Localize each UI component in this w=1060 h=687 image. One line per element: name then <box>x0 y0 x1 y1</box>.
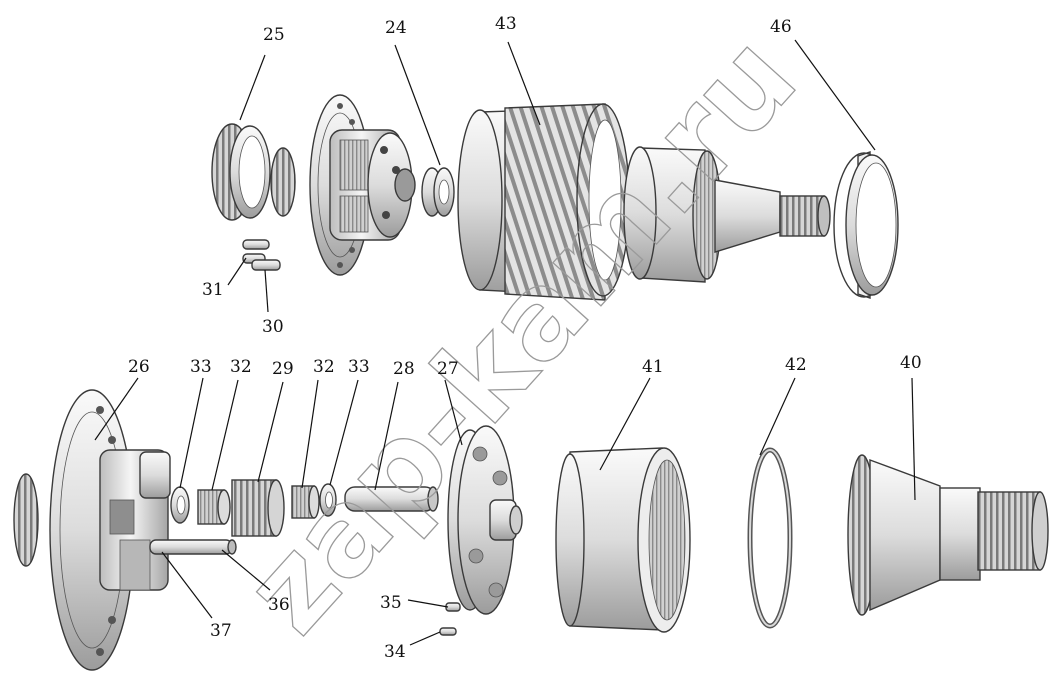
callout-26: 26 <box>128 357 150 377</box>
callout-32-right: 32 <box>313 357 335 377</box>
part-24-bearing <box>421 167 455 217</box>
part-29-planet-gear <box>231 479 285 537</box>
callout-29: 29 <box>272 359 294 379</box>
part-26-carrier-housing <box>13 389 171 671</box>
callout-41: 41 <box>642 357 664 377</box>
callout-35: 35 <box>380 593 402 613</box>
part-37-planet-shaft <box>149 539 237 555</box>
part-31-pin <box>242 239 270 264</box>
part-32-needle-bearing-left <box>197 489 231 525</box>
callout-43: 43 <box>495 14 517 34</box>
part-41-ring-gear-outer <box>555 447 691 633</box>
part-28-shaft <box>344 486 439 512</box>
part-43-ring-gear <box>457 103 630 301</box>
part-33-washer-left <box>170 486 190 524</box>
callout-33-left: 33 <box>190 357 212 377</box>
part-34-pin <box>439 627 457 636</box>
output-shaft-assembly <box>623 146 831 283</box>
part-46-sleeve <box>833 151 899 299</box>
callout-25: 25 <box>263 25 285 45</box>
part-32-needle-bearing-right <box>291 485 320 519</box>
callout-28: 28 <box>393 359 415 379</box>
callout-37: 37 <box>210 621 232 641</box>
callout-36: 36 <box>268 595 290 615</box>
callout-40: 40 <box>900 353 922 373</box>
callout-labels: 25 24 43 46 31 30 26 33 32 29 32 33 28 2… <box>128 14 922 662</box>
callout-42: 42 <box>785 355 807 375</box>
callout-31: 31 <box>202 280 224 300</box>
leader-lines <box>94 39 916 646</box>
part-35-pin <box>445 602 461 612</box>
callout-46: 46 <box>770 17 792 37</box>
part-40-output-shaft <box>847 454 1049 616</box>
part-27-carrier-plate <box>447 425 523 615</box>
callout-33-right: 33 <box>348 357 370 377</box>
watermark: zap-kam.ru <box>218 9 822 659</box>
part-33-washer-right <box>319 483 337 517</box>
callout-24: 24 <box>385 18 407 38</box>
planetary-carrier-assembly <box>270 94 416 276</box>
part-25-roller-bearing <box>211 123 271 221</box>
callout-34: 34 <box>384 642 406 662</box>
callout-32-left: 32 <box>230 357 252 377</box>
callout-30: 30 <box>262 317 284 337</box>
part-30-pin <box>251 259 281 271</box>
callout-27: 27 <box>437 359 459 379</box>
part-42-snap-ring <box>747 447 793 629</box>
